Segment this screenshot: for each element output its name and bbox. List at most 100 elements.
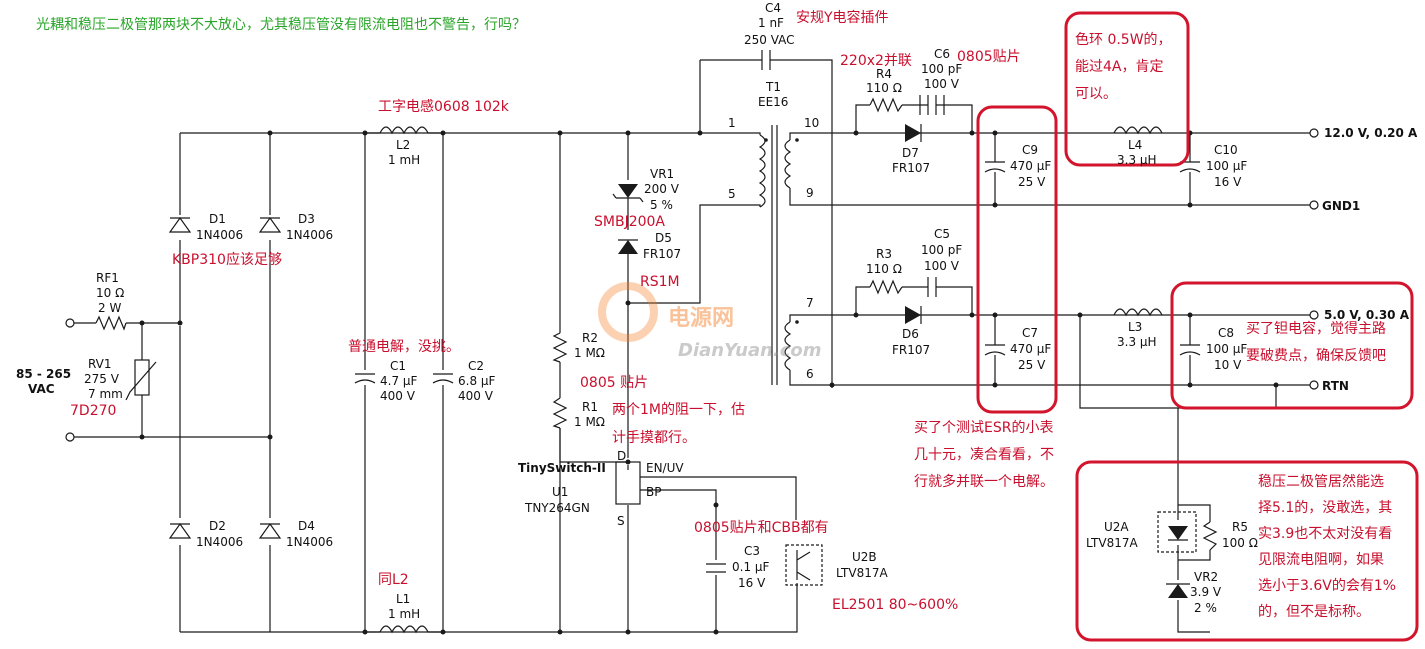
resistor-note-line1: 两个1M的阻一下，估 <box>612 402 745 418</box>
ac-terminal-1 <box>65 318 75 328</box>
opto-u2a-led-symbol <box>1157 511 1197 553</box>
t1-pin1: 1 <box>728 116 736 130</box>
vr2-note-line4: 见限流电阻啊，如果 <box>1258 552 1384 568</box>
inductor-l1-symbol <box>379 625 429 634</box>
resistor-note-line2: 计手摸都行。 <box>612 430 696 446</box>
vr2-value: 3.9 V <box>1190 585 1222 599</box>
resistor-r4-symbol <box>869 97 903 113</box>
r2-ref: R2 <box>582 331 598 345</box>
u2b-ref: U2B <box>852 550 877 564</box>
c2-rating: 400 V <box>458 389 494 403</box>
c9-ref: C9 <box>1022 143 1038 157</box>
d2-ref: D2 <box>209 519 226 533</box>
transformer-sec-5v <box>784 321 792 371</box>
capacitor-c5-symbol <box>920 277 944 297</box>
watermark-en: DianYuan.com <box>678 340 822 361</box>
watermark-cn: 电源网 <box>668 306 734 331</box>
c4-value: 1 nF <box>758 16 784 30</box>
c2-value: 6.8 µF <box>458 374 496 388</box>
c1-value: 4.7 µF <box>380 374 418 388</box>
capacitor-c9-symbol <box>984 161 1006 173</box>
t1-pin7: 7 <box>806 296 814 310</box>
output-5v-label: 5.0 V, 0.30 A <box>1324 308 1410 322</box>
l3-value: 3.3 µH <box>1117 335 1157 349</box>
diode-d3-symbol <box>258 216 282 233</box>
c8-rating: 10 V <box>1214 358 1242 372</box>
c6-rating: 100 V <box>924 77 960 91</box>
c9-value: 470 µF <box>1010 159 1051 173</box>
wires <box>74 59 1310 633</box>
rf1-value: 10 Ω <box>96 286 124 300</box>
rv1-ref: RV1 <box>88 357 112 371</box>
r3-ref: R3 <box>876 247 892 261</box>
diode-d1-symbol <box>168 216 192 233</box>
c8-note-line2: 要破费点，确保反馈吧 <box>1246 348 1386 364</box>
smd-0805-note-a: 0805贴片 <box>957 49 1021 65</box>
out-terminal-rtn <box>1309 380 1319 390</box>
zener-vr1-symbol <box>612 184 644 203</box>
d1-ref: D1 <box>209 212 226 226</box>
d6-part: FR107 <box>892 343 930 357</box>
d1-part: 1N4006 <box>196 228 243 242</box>
zener-vr2-symbol <box>1166 583 1190 598</box>
capacitor-c2-symbol <box>432 373 454 384</box>
l4-note-line3: 可以。 <box>1075 86 1117 102</box>
rv1-value: 275 V <box>84 372 120 386</box>
c5-value: 100 pF <box>921 243 962 257</box>
r1-value: 1 MΩ <box>574 415 605 429</box>
c3-value: 0.1 µF <box>732 560 770 574</box>
smd-0805-note-b: 0805 贴片 <box>580 375 648 391</box>
diode-d2-symbol <box>168 522 192 539</box>
l4-value: 3.3 µH <box>1117 153 1157 167</box>
l4-note-line1: 色环 0.5W的， <box>1075 31 1172 48</box>
u1-pin-bp: BP <box>646 485 661 499</box>
r5-ref: R5 <box>1232 520 1248 534</box>
c2-ref: C2 <box>468 359 484 373</box>
c8-ref: C8 <box>1218 326 1234 340</box>
inductor-l4-symbol <box>1113 126 1163 135</box>
vr2-note-line5: 选小于3.6V的会有1% <box>1258 578 1396 594</box>
vr2-note-line1: 稳压二极管居然能选 <box>1258 473 1384 490</box>
diode-d7-symbol <box>905 124 922 142</box>
vr2-tol: 2 % <box>1194 601 1217 615</box>
u2a-ref: U2A <box>1104 520 1129 534</box>
transformer-sec-12v <box>784 139 792 189</box>
capacitor-c4-symbol <box>761 50 771 70</box>
transformer-primary <box>758 134 766 208</box>
u1-pin-s: S <box>617 514 625 528</box>
c6-value: 100 pF <box>921 62 962 76</box>
t1-pin5: 5 <box>728 187 736 201</box>
inductor-l3-symbol <box>1113 308 1163 317</box>
c7-ref: C7 <box>1022 326 1038 340</box>
esr-note-line2: 几十元，凑合看看，不 <box>914 446 1054 463</box>
resistor-rf1-symbol <box>95 315 127 331</box>
annotations: 安规Y电容插件 220x2并联 0805贴片 工字电感0608 102k KBP… <box>70 9 1396 620</box>
d4-ref: D4 <box>298 519 315 533</box>
r4-ref: R4 <box>876 67 892 81</box>
c3-rating: 16 V <box>738 576 766 590</box>
symbols <box>65 50 1319 635</box>
esr-note-line3: 行就多并联一个电解。 <box>914 473 1054 490</box>
esr-note-line1: 买了个测试ESR的小表 <box>914 420 1053 436</box>
r-parallel-note: 220x2并联 <box>840 53 912 69</box>
c10-value: 100 µF <box>1206 159 1247 173</box>
d3-ref: D3 <box>298 212 315 226</box>
l1-ref: L1 <box>396 592 410 606</box>
l2-ref: L2 <box>396 138 410 152</box>
input-voltage: 85 - 265 <box>16 367 71 381</box>
diode-d6-symbol <box>905 306 922 324</box>
rf1-rating: 2 W <box>98 301 121 315</box>
c7-value: 470 µF <box>1010 342 1051 356</box>
c4-ref: C4 <box>765 1 781 15</box>
varistor-rv1-symbol <box>125 359 157 401</box>
u2b-part: LTV817A <box>836 566 888 580</box>
d5-ref: D5 <box>655 231 672 245</box>
d7-ref: D7 <box>902 146 919 160</box>
out-terminal-12v <box>1309 128 1319 138</box>
out-terminal-gnd1 <box>1309 200 1319 210</box>
u1-ref: U1 <box>552 485 568 499</box>
c1-note: 普通电解，没挑。 <box>348 339 460 355</box>
bridge-note: KBP310应该足够 <box>172 251 282 268</box>
highlight-boxes <box>976 11 1419 642</box>
